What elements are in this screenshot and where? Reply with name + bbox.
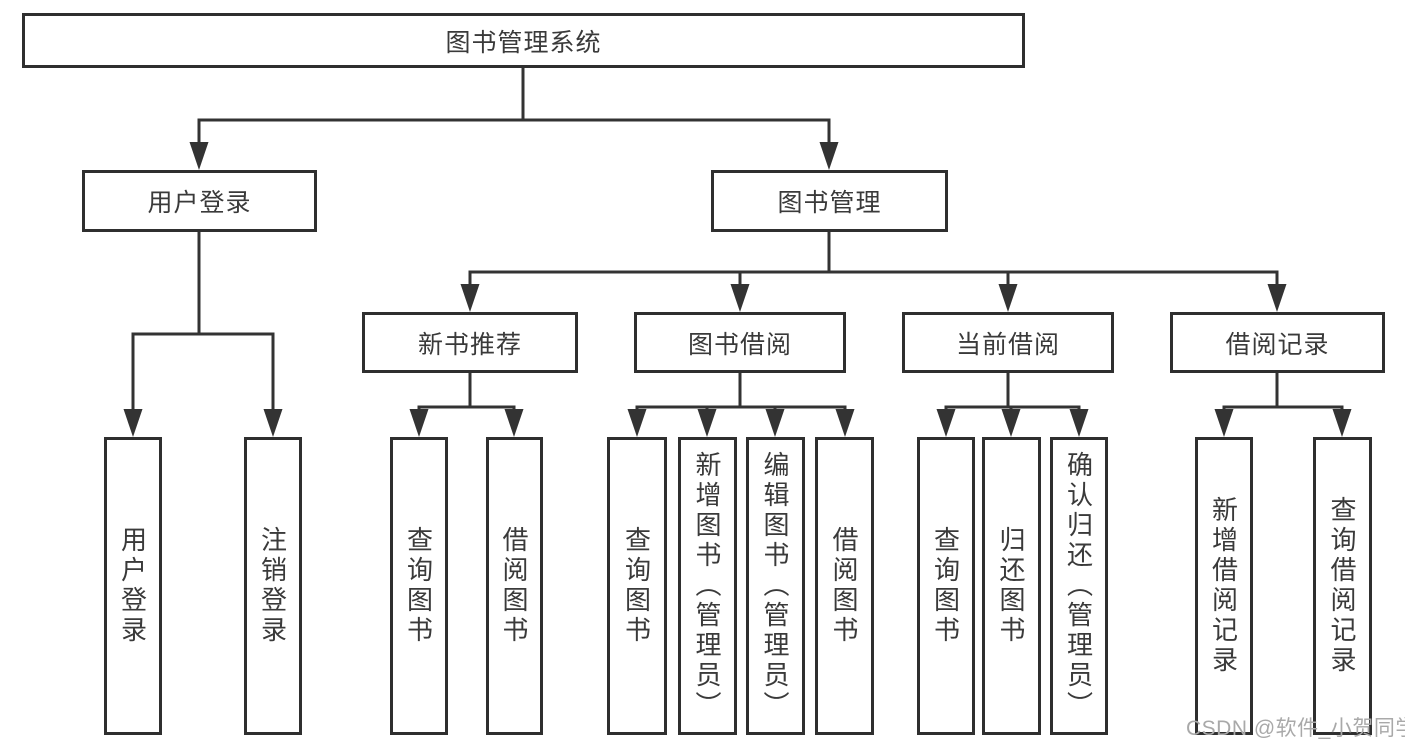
node-borrow-records: 借阅记录 [1170, 312, 1385, 373]
arrowhead [189, 142, 209, 170]
csdn-watermark: CSDN @软件_小贺同学 [1186, 717, 1405, 740]
arrowhead [504, 409, 524, 437]
leaf-borrow-books-2: 借阅图书 [815, 437, 874, 735]
arrowhead [1069, 409, 1089, 437]
connector-book-borrow-to-leaves [635, 373, 847, 430]
leaf-query-borrow-record: 查询借阅记录 [1313, 437, 1372, 735]
node-book-management: 图书管理 [711, 170, 948, 232]
arrowhead [819, 142, 839, 170]
connector-borrow-records-to-leaves [1222, 373, 1344, 430]
arrowhead [1214, 409, 1234, 437]
leaf-logout: 注销登录 [244, 437, 302, 735]
node-book-borrow: 图书借阅 [634, 312, 846, 373]
leaf-query-books-1: 查询图书 [390, 437, 448, 735]
leaf-confirm-return-admin: 确认归还（管理员） [1050, 437, 1108, 735]
leaf-borrow-books-1: 借阅图书 [486, 437, 543, 735]
connector-user-login-to-leaves [131, 232, 275, 430]
arrowhead [409, 409, 429, 437]
leaf-user-login: 用户登录 [104, 437, 162, 735]
leaf-add-borrow-record: 新增借阅记录 [1195, 437, 1253, 735]
connector-new-books-to-leaves [417, 373, 516, 430]
arrowhead [263, 409, 283, 437]
arrowhead [460, 284, 480, 312]
node-new-book-recommend: 新书推荐 [362, 312, 578, 373]
arrowhead [1332, 409, 1352, 437]
leaf-query-books-3: 查询图书 [917, 437, 975, 735]
connector-book-mgmt-to-level3 [468, 232, 1279, 305]
leaf-edit-books-admin: 编辑图书（管理员） [746, 437, 805, 735]
arrowhead [697, 409, 717, 437]
arrowhead [765, 409, 785, 437]
arrowhead [936, 409, 956, 437]
leaf-add-books-admin: 新增图书（管理员） [678, 437, 737, 735]
leaf-query-books-2: 查询图书 [607, 437, 667, 735]
arrowhead [123, 409, 143, 437]
leaf-return-books: 归还图书 [982, 437, 1041, 735]
arrowhead [998, 284, 1018, 312]
arrowhead [1001, 409, 1021, 437]
arrowhead [1267, 284, 1287, 312]
arrowhead [730, 284, 750, 312]
node-user-login: 用户登录 [82, 170, 317, 232]
connector-root-to-level2 [197, 68, 831, 163]
arrowhead [627, 409, 647, 437]
node-current-borrow: 当前借阅 [902, 312, 1114, 373]
arrowhead [835, 409, 855, 437]
node-root-system-title: 图书管理系统 [22, 13, 1025, 68]
